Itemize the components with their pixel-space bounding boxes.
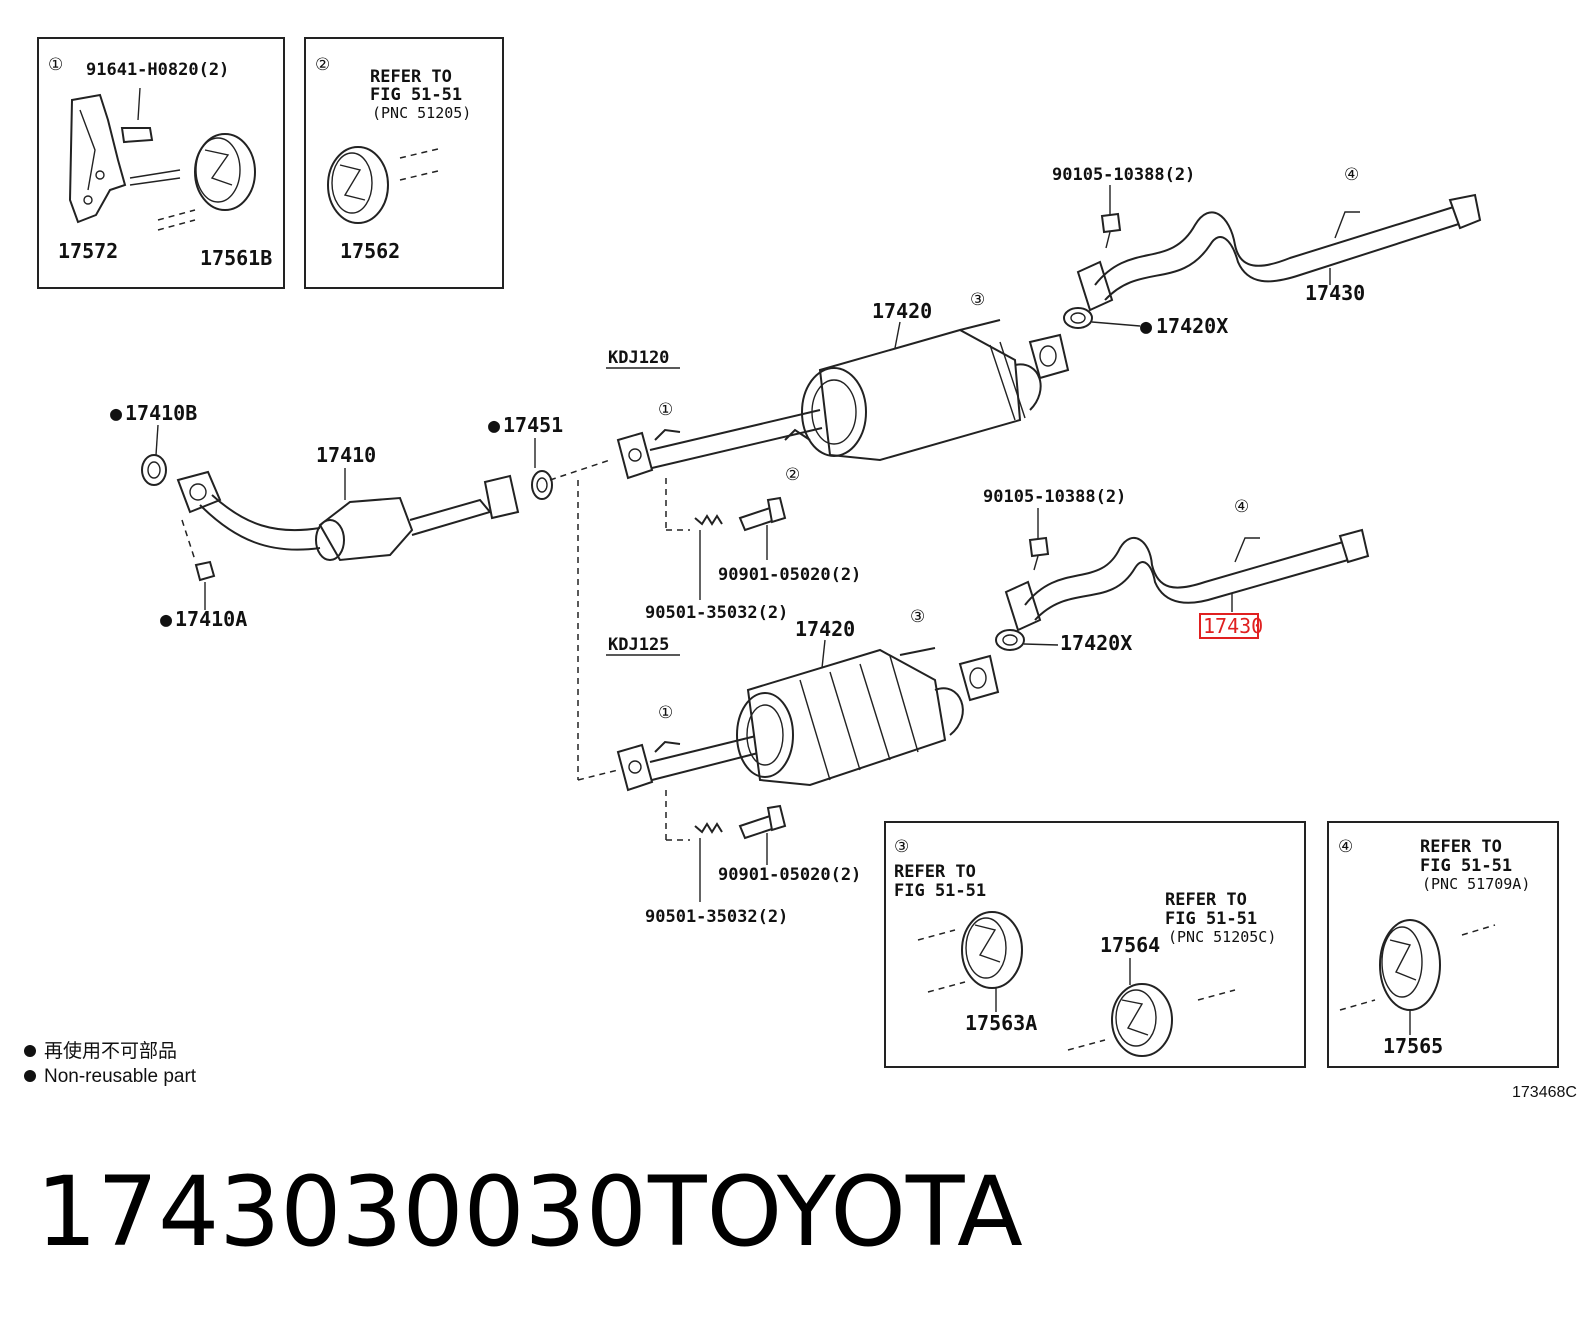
inset-4-refer-3: (PNC 51709A): [1422, 875, 1530, 893]
gasket-17451-dot: ●: [488, 413, 500, 437]
inset-2: ② REFER TO FIG 51-51 (PNC 51205) 17562: [304, 37, 504, 289]
flange-bolt-bottom-label: 90901-05020(2): [718, 865, 861, 885]
inset-3-refer-2: FIG 51-51: [894, 881, 986, 901]
gasket-17420x-bottom-label: 17420X: [1060, 631, 1132, 655]
gasket-17420x-top-label: 17420X: [1156, 314, 1228, 338]
inset-3: ③ REFER TO FIG 51-51 17563A REFER TO FIG…: [884, 821, 1306, 1068]
highlight-box: [1199, 613, 1259, 639]
bracket-label: 17572: [58, 239, 118, 263]
legend-dot-2: [24, 1070, 36, 1082]
tail-pipe-top-label: 17430: [1305, 281, 1365, 305]
spring-bottom-label: 90501-35032(2): [645, 907, 788, 927]
bolt-top-label: 90105-10388(2): [1052, 165, 1195, 185]
hanger-17561b-label: 17561B: [200, 246, 272, 270]
kdj120-label: KDJ120: [608, 348, 669, 368]
kdj125-assembly: KDJ125 ① 17420 ③ 17420X 90: [606, 607, 1132, 927]
inset-2-number: ②: [315, 55, 330, 75]
gasket-17420x-top-dot: ●: [1140, 314, 1152, 338]
inset-2-refer-1: REFER TO: [370, 67, 452, 87]
diagram-code: 173468C: [1512, 1084, 1577, 1101]
gasket-17410b-label: ●: [110, 401, 122, 425]
circ-1-bottom: ①: [658, 703, 673, 723]
inset-4-number: ④: [1338, 837, 1353, 857]
kdj125-label: KDJ125: [608, 635, 669, 655]
legend-line-2: Non-reusable part: [44, 1066, 197, 1087]
flange-bolt-top-label: 90901-05020(2): [718, 565, 861, 585]
hanger-17564-label: 17564: [1100, 933, 1160, 957]
tail-pipe-top: 90105-10388(2) ④ 17430: [1052, 165, 1482, 312]
legend-line-1: 再使用不可部品: [44, 1040, 177, 1062]
gasket-17451-label: 17451: [503, 413, 563, 437]
circ-3-top: ③: [970, 290, 985, 310]
hanger-17562-label: 17562: [340, 239, 400, 263]
circ-1-top: ①: [658, 400, 673, 420]
hanger-17563a-label: 17563A: [965, 1011, 1037, 1035]
hanger-17565-label: 17565: [1383, 1034, 1443, 1058]
circ-4-top: ④: [1344, 165, 1359, 185]
inset-3-refer-1: REFER TO: [894, 862, 976, 882]
inset-3-refer2-1: REFER TO: [1165, 890, 1247, 910]
inset-3-refer2-3: (PNC 51205C): [1168, 928, 1276, 946]
circ-2-top: ②: [785, 465, 800, 485]
part-number: 1743030030: [36, 1156, 647, 1268]
inset-4-refer-1: REFER TO: [1420, 837, 1502, 857]
tail-pipe-bottom: 90105-10388(2) ④ 17430: [983, 487, 1370, 639]
spring-top-label: 90501-35032(2): [645, 603, 788, 623]
circ-4-bottom: ④: [1234, 497, 1249, 517]
center-pipe-bottom-label: 17420: [795, 617, 855, 641]
bolt-label: 91641-H0820(2): [86, 60, 229, 80]
gasket-17410b-text: 17410B: [125, 401, 197, 425]
inset-4-refer-2: FIG 51-51: [1420, 856, 1512, 876]
inset-4: ④ REFER TO FIG 51-51 (PNC 51709A) 17565: [1327, 821, 1559, 1068]
legend-dot-1: [24, 1045, 36, 1057]
inset-3-refer2-2: FIG 51-51: [1165, 909, 1257, 929]
nut-17410a-label: 17410A: [175, 607, 247, 631]
inset-2-refer-3: (PNC 51205): [372, 104, 471, 122]
nut-17410a-dot: ●: [160, 607, 172, 631]
bolt-bottom-label: 90105-10388(2): [983, 487, 1126, 507]
brand-name: TOYOTA: [647, 1156, 1023, 1268]
front-pipe: ● 17410B 17410 ● 17410A ● 17451: [110, 401, 619, 781]
inset-1: ① 91641-H0820(2) 17572 17561B: [37, 37, 285, 289]
legend: 再使用不可部品 Non-reusable part: [24, 1040, 197, 1087]
kdj120-assembly: KDJ120 ① 17420 ③ ② ● 17420X: [606, 290, 1228, 623]
tail-pipe-bottom-label: 17430: [1203, 614, 1263, 638]
front-pipe-label: 17410: [316, 443, 376, 467]
inset-1-number: ①: [48, 55, 63, 75]
inset-3-number: ③: [894, 837, 909, 857]
inset-2-refer-2: FIG 51-51: [370, 85, 462, 105]
circ-3-bottom: ③: [910, 607, 925, 627]
center-pipe-top-label: 17420: [872, 299, 932, 323]
